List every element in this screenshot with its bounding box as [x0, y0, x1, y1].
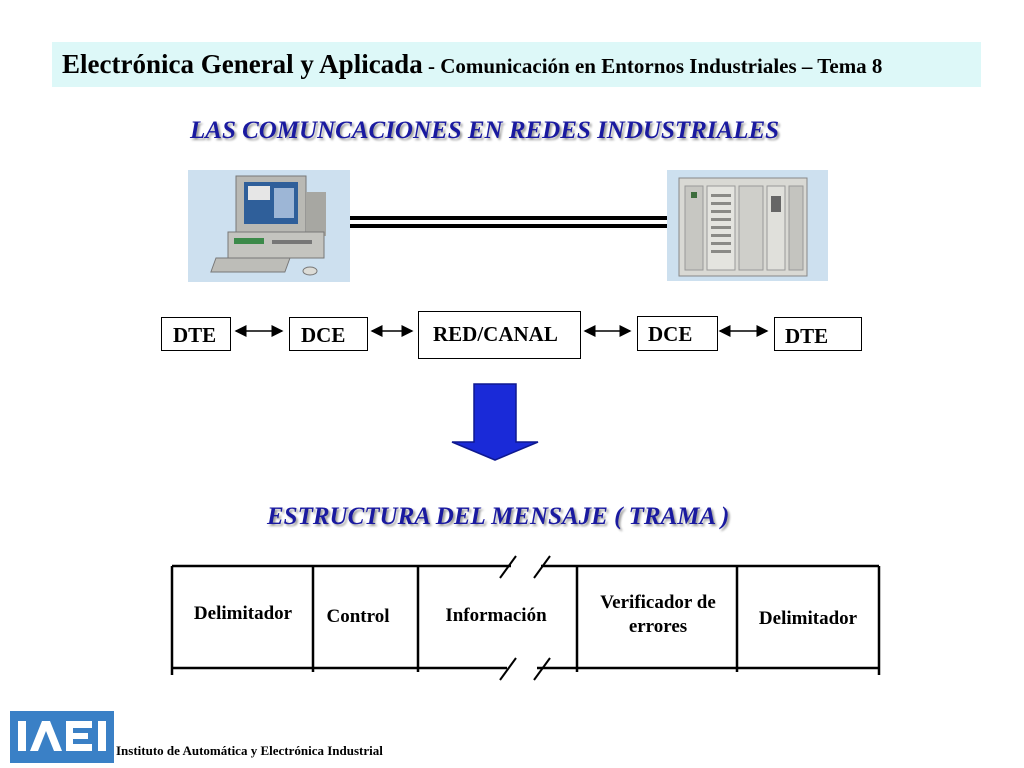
iaei-logo — [10, 711, 114, 763]
header-course-title: Electrónica General y Aplicada — [62, 49, 423, 79]
frame-break-marks — [499, 555, 551, 681]
frame-field-delimitador-end: Delimitador — [758, 608, 858, 629]
frame-outline — [170, 564, 881, 675]
network-cable — [350, 216, 667, 228]
computer-image — [188, 170, 350, 282]
footer-institute: Instituto de Automática y Electrónica In… — [116, 743, 383, 758]
dte-box-left: DTE — [161, 317, 231, 351]
plc-image — [667, 170, 828, 281]
header-title: Electrónica General y Aplicada - Comunic… — [62, 49, 882, 80]
dce-box-left: DCE — [289, 317, 368, 351]
header-separator: - — [422, 54, 441, 78]
frame-field-verificador: Verificador de errores — [600, 592, 716, 637]
dce-box-right: DCE — [637, 316, 718, 351]
dce-label-right: DCE — [648, 322, 693, 346]
frame-field-informacion: Información — [445, 605, 547, 626]
frame-field-delimitador-start: Delimitador — [193, 603, 293, 624]
dte-label-right: DTE — [785, 324, 829, 348]
section-title-networks: LAS COMUNCACIONES EN REDES INDUSTRIALES — [190, 117, 780, 144]
red-canal-label: RED/CANAL — [433, 322, 558, 346]
frame-field-control: Control — [326, 606, 390, 627]
down-arrow-icon — [451, 383, 539, 461]
red-canal-box: RED/CANAL — [418, 311, 581, 359]
dce-label-left: DCE — [301, 323, 346, 347]
header-bar: Electrónica General y Aplicada - Comunic… — [52, 42, 981, 87]
dte-label-left: DTE — [173, 323, 217, 347]
section-title-frame: ESTRUCTURA DEL MENSAJE ( TRAMA ) — [267, 503, 730, 530]
dte-box-right: DTE — [774, 317, 862, 351]
header-subtitle: Comunicación en Entornos Industriales – … — [440, 54, 883, 78]
